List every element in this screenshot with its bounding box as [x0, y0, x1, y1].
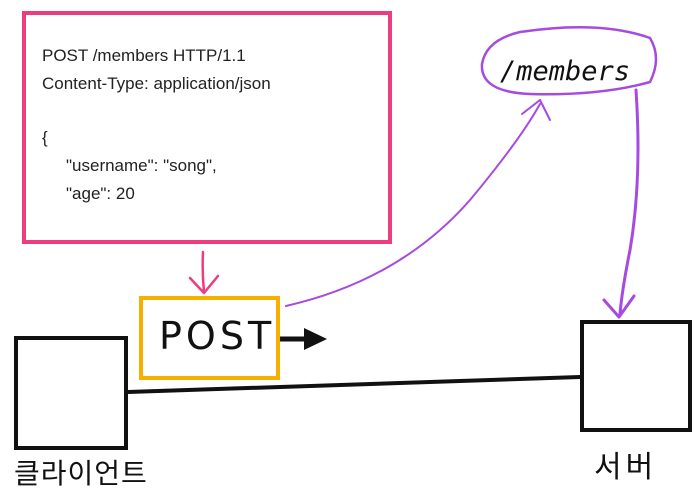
http-request-box: POST /members HTTP/1.1 Content-Type: app… — [22, 11, 392, 244]
request-body-age: "age": 20 — [66, 184, 135, 203]
client-box — [14, 336, 128, 450]
client-label: 클라이언트 — [14, 457, 148, 490]
server-box — [580, 320, 692, 432]
post-method-label: POST — [159, 314, 276, 358]
request-body-open: { — [42, 128, 48, 147]
post-direction-arrowhead — [304, 328, 327, 350]
post-method-box: POST — [139, 296, 280, 380]
members-to-server-arrowhead — [602, 294, 636, 319]
post-to-members-arrowhead — [521, 99, 551, 121]
members-bubble — [480, 25, 658, 96]
server-label: 서버 — [594, 450, 658, 485]
request-header: Content-Type: application/json — [42, 74, 271, 93]
members-to-server-curve — [618, 88, 640, 316]
post-to-members-curve — [285, 103, 541, 307]
request-body-username: "username": "song", — [66, 156, 217, 175]
request-line: POST /members HTTP/1.1 — [42, 46, 246, 65]
members-path-label: /members — [500, 56, 631, 87]
request-to-post-arrow — [201, 250, 206, 294]
request-to-post-arrowhead — [188, 274, 220, 295]
client-server-link — [126, 375, 582, 394]
